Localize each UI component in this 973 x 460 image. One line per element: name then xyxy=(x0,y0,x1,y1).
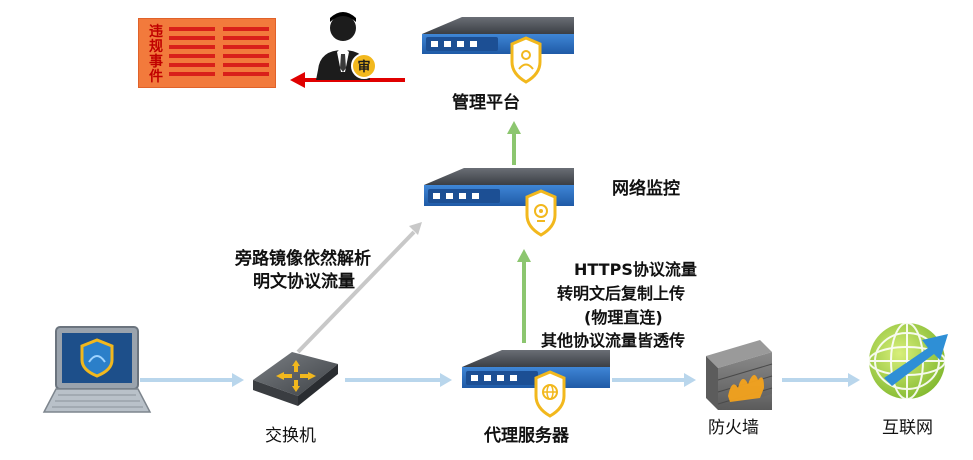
laptop-icon[interactable] xyxy=(42,326,152,413)
camera-shield-icon xyxy=(525,189,557,237)
auditor-icon: 审 xyxy=(316,12,377,80)
monitor-label: 网络监控 xyxy=(612,179,680,199)
switch-icon[interactable] xyxy=(253,352,338,406)
network-monitor-device[interactable] xyxy=(424,168,574,237)
violation-document[interactable]: 违规事件 xyxy=(138,18,276,88)
firewall-label: 防火墙 xyxy=(708,418,759,438)
audit-badge-text: 审 xyxy=(357,59,370,75)
https-annotation-line4: 其他协议流量皆透传 xyxy=(541,331,686,350)
arrow-switch-to-monitor xyxy=(296,222,422,354)
mirror-annotation-line1: 旁路镜像依然解析 xyxy=(235,249,371,269)
firewall-icon[interactable] xyxy=(706,340,773,410)
user-shield-icon xyxy=(510,36,542,84)
arrow-proxy-to-firewall xyxy=(612,373,696,387)
proxy-server-device[interactable] xyxy=(462,350,610,418)
mirror-annotation-line2: 明文协议流量 xyxy=(253,272,355,292)
switch-label: 交换机 xyxy=(265,426,316,446)
arrow-laptop-to-switch xyxy=(140,373,244,387)
https-annotation-line1: HTTPS协议流量 xyxy=(574,260,697,279)
arrow-monitor-to-management xyxy=(507,121,521,165)
proxy-label: 代理服务器 xyxy=(484,426,569,446)
audit-badge: 审 xyxy=(351,53,377,79)
internet-arrow-icon xyxy=(884,334,948,386)
arrow-firewall-to-internet xyxy=(782,373,860,387)
flow-arrows xyxy=(140,72,860,387)
management-label: 管理平台 xyxy=(452,93,520,113)
internet-globe-icon[interactable] xyxy=(868,322,948,400)
violation-title: 违规事件 xyxy=(149,24,163,85)
globe-shield-icon xyxy=(534,370,566,418)
management-platform-device[interactable] xyxy=(422,17,574,84)
arrow-proxy-to-monitor xyxy=(517,249,531,343)
https-annotation-line2: 转明文后复制上传 xyxy=(557,284,686,303)
arrow-switch-to-proxy xyxy=(345,373,452,387)
internet-label: 互联网 xyxy=(882,418,933,438)
https-annotation-line3: (物理直连) xyxy=(584,308,663,327)
